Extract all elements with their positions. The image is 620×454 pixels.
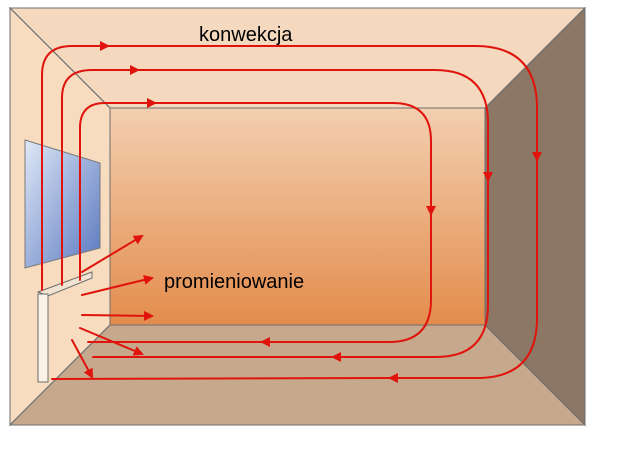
convection-flow-outer (107, 45, 542, 162)
back-wall (109, 107, 486, 326)
radiator-icon (36, 271, 93, 383)
radiation-ray (81, 275, 154, 296)
corner-line (484, 324, 586, 426)
corner-line (484, 7, 586, 109)
convection-flow-inner (154, 102, 436, 216)
convection-flow-middle (137, 69, 493, 182)
convection-label: konwekcja (199, 24, 293, 46)
convection-flow-outer (51, 377, 391, 380)
radiation-ray (81, 234, 144, 273)
convection-flow-outer (41, 41, 110, 291)
radiator-body (37, 293, 49, 383)
convection-flow-inner (260, 213, 432, 347)
radiation-ray (71, 339, 93, 379)
convection-flow-middle (331, 179, 489, 362)
convection-flow-outer (388, 159, 538, 383)
radiation-ray (79, 327, 144, 356)
radiation-arrows (71, 234, 154, 379)
corner-line (9, 7, 111, 109)
convection-flow-inner (79, 98, 157, 281)
room (8, 6, 587, 427)
convection-flow-middle (61, 65, 140, 286)
radiation-label: promieniowanie (164, 271, 304, 293)
ceiling (8, 7, 587, 109)
radiation-ray (81, 310, 154, 321)
convection-arrows (41, 41, 542, 383)
